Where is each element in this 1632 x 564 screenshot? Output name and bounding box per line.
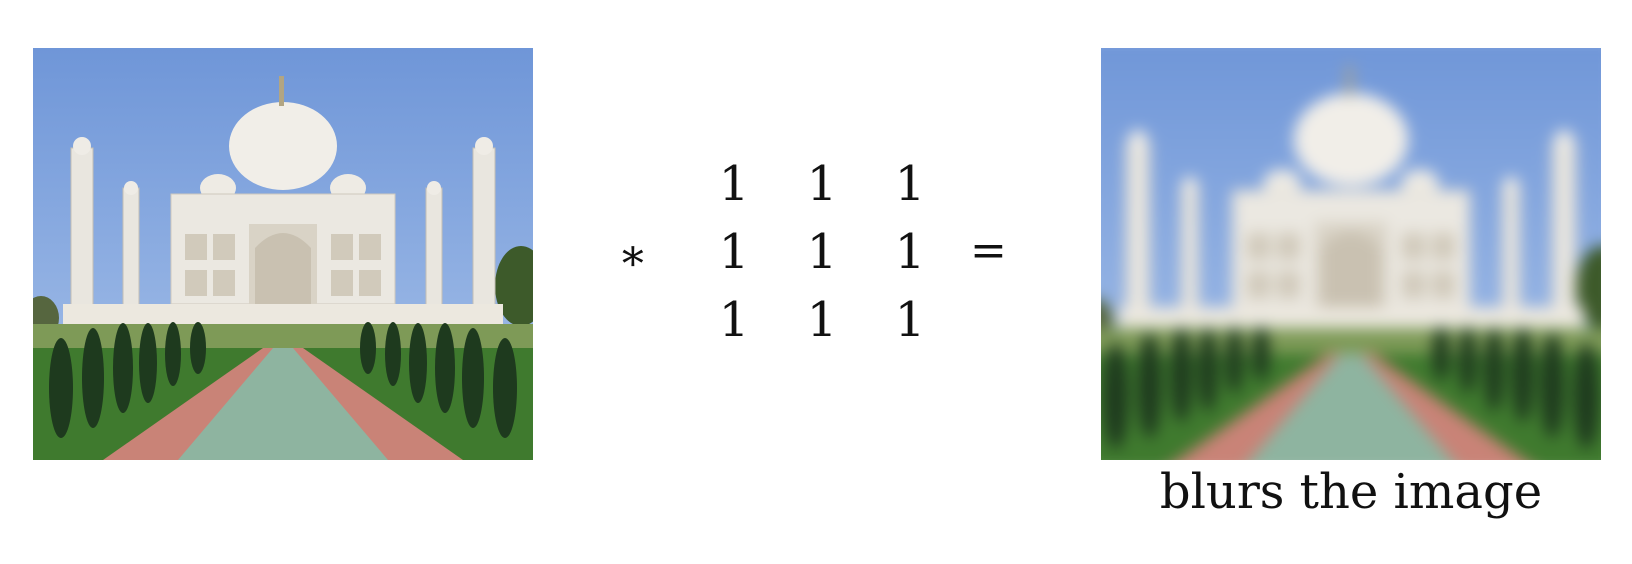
kernel-cell: 1 <box>806 224 838 280</box>
kernel-cell: 1 <box>718 292 750 348</box>
kernel-cell: 1 <box>806 156 838 212</box>
result-caption: blurs the image <box>1159 464 1543 520</box>
kernel-cell: 1 <box>894 292 926 348</box>
kernel-cell: 1 <box>718 156 750 212</box>
kernel-cell: 1 <box>718 224 750 280</box>
input-image <box>33 48 533 460</box>
kernel-cell: 1 <box>894 156 926 212</box>
equals-sign: = <box>970 225 1007 276</box>
kernel-cell: 1 <box>806 292 838 348</box>
blurred-output-image <box>1101 48 1601 460</box>
convolution-operator: ∗ <box>618 230 648 281</box>
kernel-cell: 1 <box>894 224 926 280</box>
